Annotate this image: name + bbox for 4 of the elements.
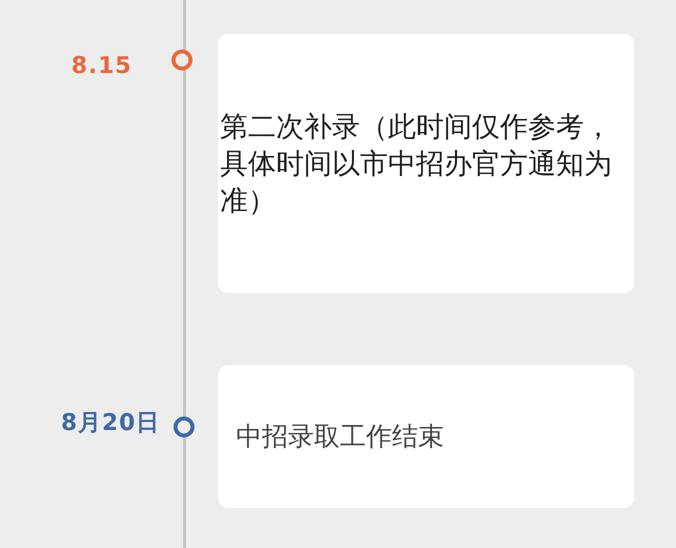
event-text: 中招录取工作结束 xyxy=(236,420,445,454)
event-text: 第二次补录（此时间仅作参考，具体时间以市中招办官方通知为准） xyxy=(220,109,613,219)
date-label: 8月20日 xyxy=(60,409,160,438)
date-label: 8.15 xyxy=(71,52,132,81)
